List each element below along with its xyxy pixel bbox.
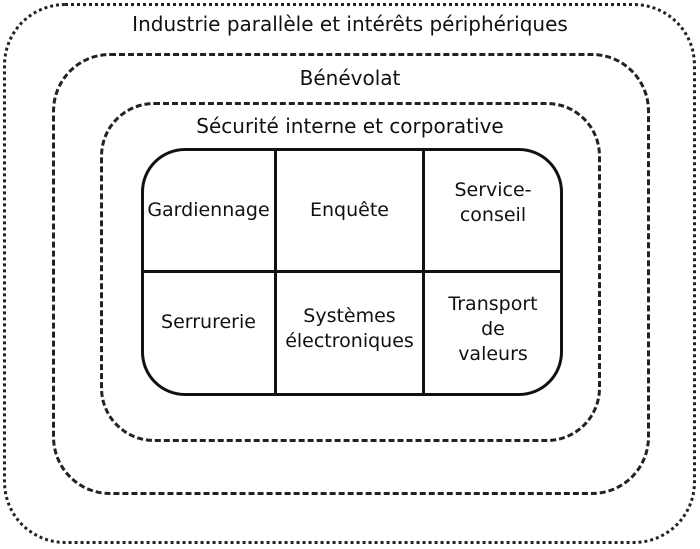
cell-service-conseil-line-2: conseil	[459, 204, 527, 226]
cell-serrurerie: Serrurerie	[143, 273, 274, 394]
cell-transport-de-valeurs: Transport de valeurs	[425, 273, 561, 394]
cell-transport-line-3: valeurs	[458, 343, 528, 365]
cell-gardiennage: Gardiennage	[143, 150, 274, 270]
inner-ring-title: Sécurité interne et corporative	[196, 114, 504, 138]
cell-enquete: Enquête	[277, 150, 422, 270]
cell-service-conseil-line-1: Service-	[454, 179, 532, 201]
cell-service-conseil: Service- conseil	[425, 150, 561, 270]
cell-systemes-line-1: Systèmes	[303, 304, 396, 327]
inner-ring-internal-security	[100, 102, 601, 442]
cell-systemes-electroniques: Systèmes électroniques	[277, 273, 422, 394]
middle-ring-title: Bénévolat	[299, 66, 401, 90]
cell-transport-line-2: de	[481, 318, 505, 340]
cell-transport-line-1: Transport	[448, 293, 538, 315]
cell-serrurerie-label: Serrurerie	[161, 311, 256, 333]
middle-ring-volunteering	[52, 53, 650, 495]
cell-systemes-line-2: électroniques	[285, 329, 414, 352]
outer-ring-title: Industrie parallèle et intérêts périphér…	[132, 12, 568, 36]
core-divider-horizontal	[141, 270, 563, 273]
cell-enquete-label: Enquête	[310, 198, 389, 221]
cell-gardiennage-label: Gardiennage	[147, 198, 270, 221]
outer-ring-industry	[3, 3, 696, 544]
